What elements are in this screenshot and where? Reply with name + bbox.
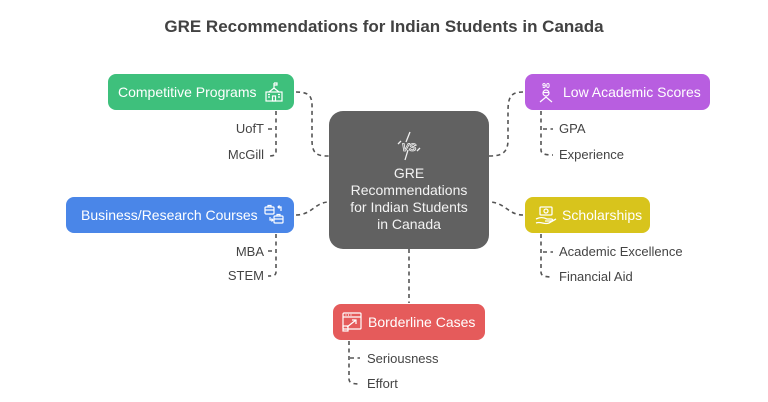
branch-label: Scholarships [562, 207, 643, 223]
branch-label: Competitive Programs [118, 84, 257, 100]
branch-low-academic-scores[interactable]: 90 Low Academic Scores [525, 74, 710, 110]
money-hand-icon [535, 204, 557, 226]
branch-business-research-courses[interactable]: Business/Research Courses [66, 197, 294, 233]
leaf-mcgill: McGill [227, 147, 264, 162]
leaf-mba: MBA [235, 244, 264, 259]
svg-text:90: 90 [542, 83, 550, 90]
leaf-seriousness: Seriousness [367, 351, 439, 366]
branch-borderline-cases[interactable]: Borderline Cases [333, 304, 485, 340]
student-score-icon: 90 [535, 81, 557, 103]
expand-window-icon [341, 311, 363, 333]
leaf-financial-aid: Financial Aid [559, 269, 633, 284]
branch-label: Business/Research Courses [81, 207, 258, 223]
leaf-effort: Effort [367, 376, 398, 391]
leaf-stem: STEM [227, 268, 264, 283]
center-label: GRE Recommendations for Indian Students … [350, 165, 468, 232]
leaf-experience: Experience [559, 147, 625, 162]
diagram-title: GRE Recommendations for Indian Students … [164, 17, 604, 36]
briefcase-swap-icon [263, 204, 285, 226]
leaf-gpa: GPA [559, 121, 586, 136]
center-node[interactable]: VS GRE Recommendations for Indian Studen… [329, 111, 489, 249]
vs-icon: VS [397, 131, 421, 161]
branch-scholarships[interactable]: Scholarships [525, 197, 650, 233]
branch-label: Borderline Cases [368, 314, 476, 330]
school-building-icon [263, 81, 285, 103]
svg-text:VS: VS [402, 142, 417, 154]
branch-label: Low Academic Scores [563, 84, 701, 100]
branch-competitive-programs[interactable]: Competitive Programs [108, 74, 294, 110]
leaf-academic-excellence: Academic Excellence [559, 244, 683, 259]
leaf-uoft: UofT [235, 121, 264, 136]
